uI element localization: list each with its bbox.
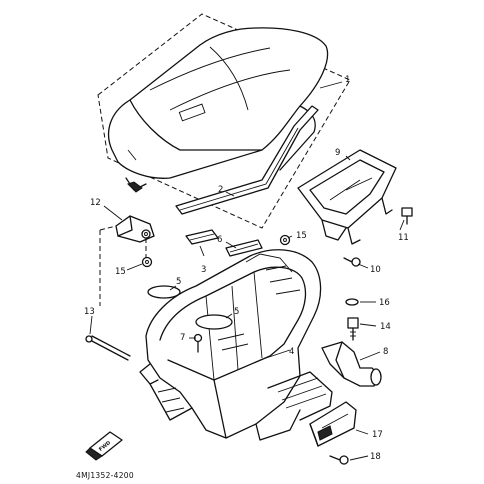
seat-assembly-dashed-frame	[97, 13, 351, 229]
callout-13: 13	[84, 307, 95, 317]
pad-5-lower-part	[195, 314, 233, 330]
callout-18: 18	[370, 452, 381, 462]
callout-8: 8	[383, 347, 388, 357]
pad-5-upper-part	[147, 285, 181, 299]
callout-16: 16	[379, 298, 390, 308]
callout-15-right: 15	[296, 231, 307, 241]
callout-7: 7	[180, 333, 185, 343]
bolt-14-part	[347, 317, 359, 341]
callout-5-lower: 5	[234, 307, 239, 317]
long-bolt-13-part	[85, 335, 131, 361]
storage-box-part	[139, 249, 333, 441]
callout-numbers: 1 2 3 4 5 5 6 7 8 9 10 11 12 13 14 15 15…	[84, 75, 409, 462]
forward-direction-arrow-icon: FWD	[85, 431, 123, 461]
callout-17: 17	[372, 430, 383, 440]
callout-2: 2	[218, 185, 223, 195]
callout-14: 14	[380, 322, 391, 332]
screw-7-part	[193, 333, 203, 353]
seat-part	[107, 27, 329, 193]
callout-6: 6	[217, 235, 222, 245]
callout-1: 1	[345, 75, 350, 85]
seat-trim-strip-part	[175, 105, 319, 215]
callout-3: 3	[201, 265, 206, 275]
drawing-code: 4MJ1352-4200	[76, 471, 134, 480]
bracket-17-part	[309, 401, 357, 447]
seat-lock-8-part	[321, 341, 382, 387]
callout-5-upper: 5	[176, 277, 181, 287]
callout-10: 10	[370, 265, 381, 275]
bolt-11-part	[401, 207, 413, 225]
nut-left-part	[141, 256, 153, 268]
callout-4: 4	[289, 347, 294, 357]
screw-18-part	[329, 455, 349, 465]
callout-leader-lines	[89, 81, 405, 461]
nut-right-part	[279, 234, 291, 246]
callout-9: 9	[335, 148, 340, 158]
rear-carrier-part	[297, 149, 397, 245]
callout-12: 12	[90, 198, 101, 208]
bolt-10-part	[343, 257, 361, 267]
callout-15-left: 15	[115, 267, 126, 277]
washer-16-part	[345, 298, 359, 306]
caution-label-parts	[185, 229, 263, 257]
callout-11: 11	[398, 233, 409, 243]
